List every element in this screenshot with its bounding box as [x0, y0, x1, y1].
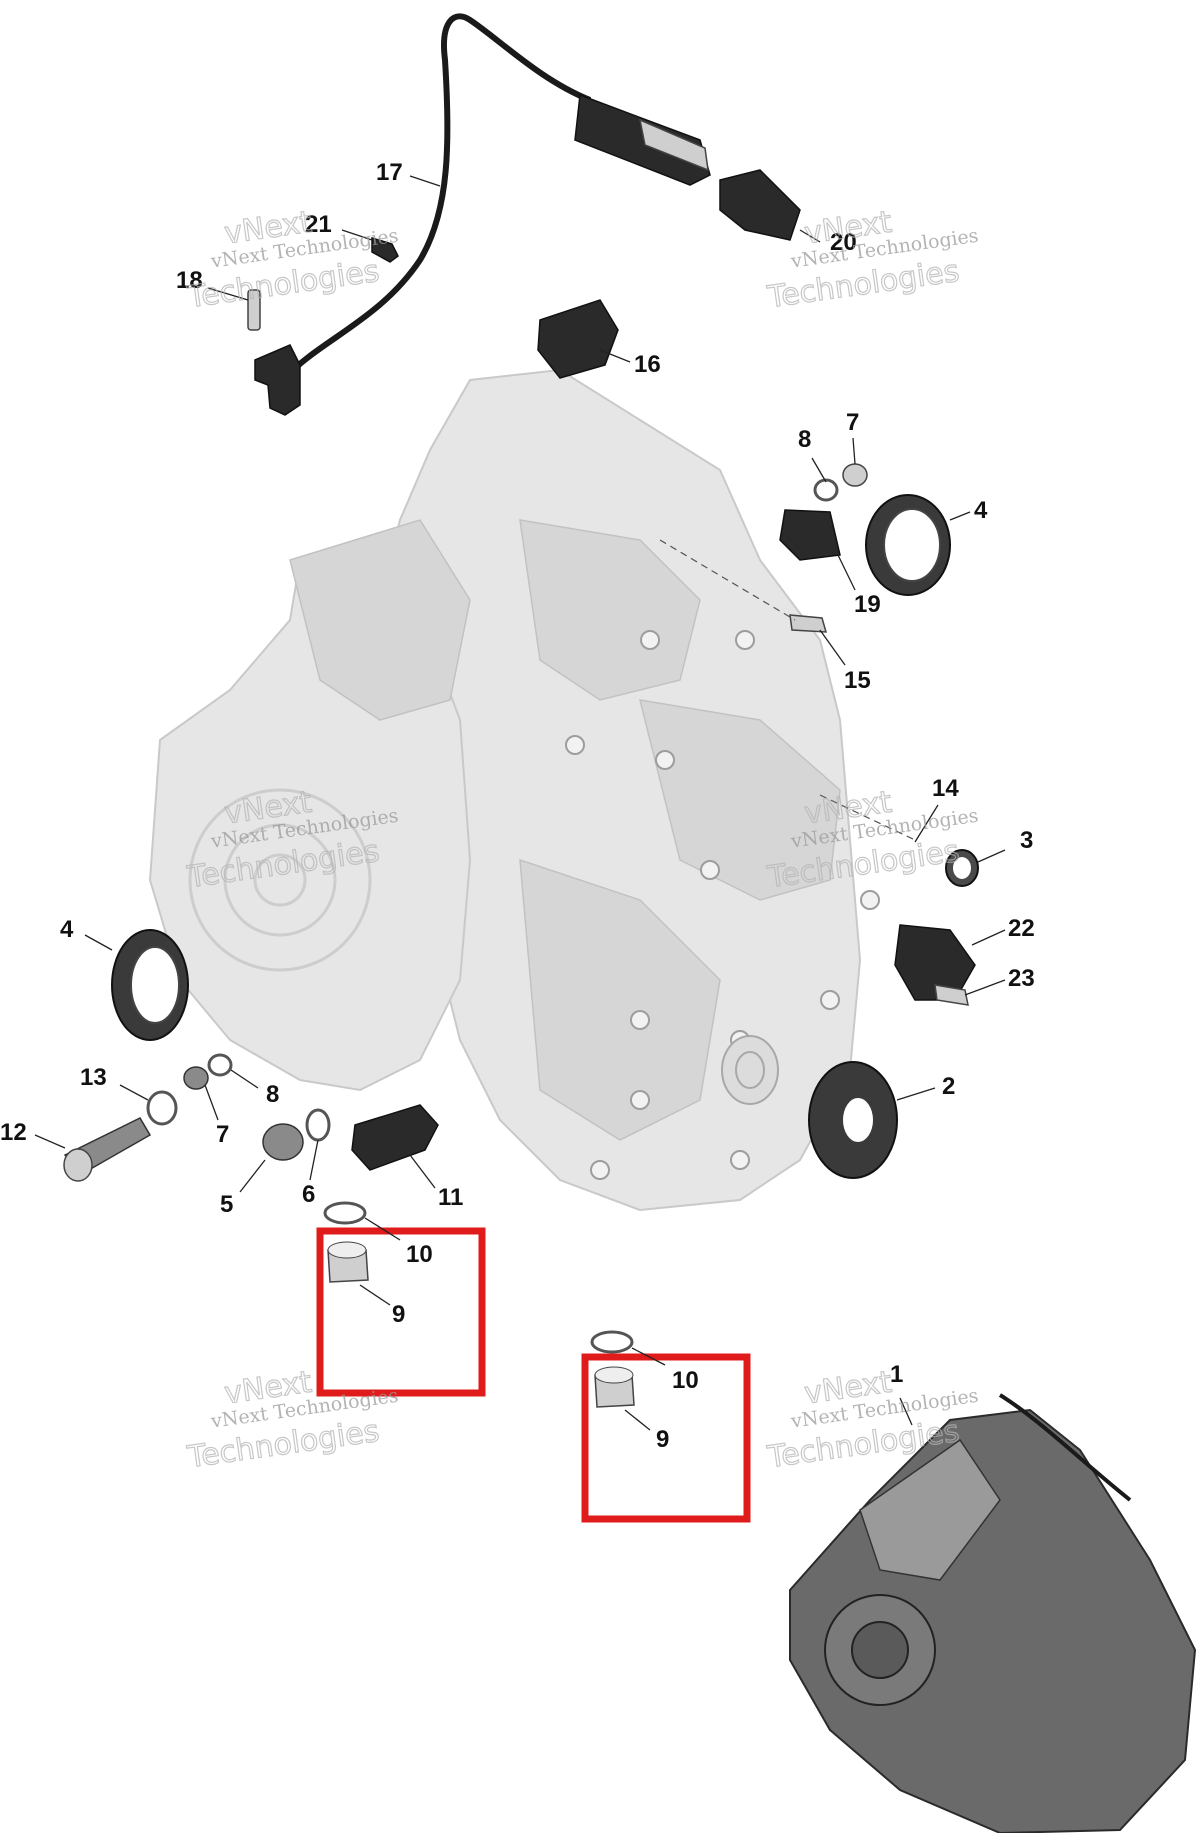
callout-2: 2 — [942, 1073, 955, 1100]
callout-9-left: 9 — [392, 1301, 405, 1328]
callout-4-upper: 4 — [974, 497, 988, 524]
part-1-assembly — [789, 1393, 1197, 1833]
part-7-plug-lower — [183, 1066, 209, 1090]
callout-20: 20 — [830, 229, 857, 256]
part-16-sensor — [537, 299, 619, 379]
part-4-seal-upper — [865, 494, 951, 596]
main-housing — [148, 368, 880, 1212]
callout-9-right: 9 — [656, 1426, 669, 1453]
callout-7-upper: 7 — [846, 409, 859, 436]
part-20-connector — [719, 169, 801, 241]
callout-15: 15 — [844, 667, 871, 694]
part-6-washer — [305, 1108, 331, 1142]
part-8-washer-upper — [813, 478, 839, 502]
callout-19: 19 — [854, 591, 881, 618]
part-11-sensor — [351, 1104, 439, 1171]
part-9-plug-b — [594, 1366, 635, 1408]
callout-21: 21 — [305, 211, 332, 238]
watermark-bottom-left: vNext vNext Technologies Technologies — [184, 1364, 400, 1476]
callout-1: 1 — [890, 1361, 903, 1388]
callout-10-left: 10 — [406, 1241, 433, 1268]
highlight-box-left — [316, 1227, 486, 1397]
part-12-bolt — [63, 1117, 152, 1182]
callout-18: 18 — [176, 267, 203, 294]
callout-3: 3 — [1020, 827, 1033, 854]
part-4-seal-lower — [111, 929, 189, 1041]
part-19-bracket — [779, 509, 841, 561]
watermark-top-left: vNext vNext Technologies Technologies — [184, 204, 400, 316]
part-18-bolt — [247, 289, 261, 331]
callout-5: 5 — [220, 1191, 233, 1218]
callout-10-right: 10 — [672, 1367, 699, 1394]
part-5-plug — [262, 1123, 304, 1161]
part-10-washer-b — [590, 1330, 634, 1354]
callout-12: 12 — [0, 1119, 27, 1146]
part-13-washer — [146, 1090, 178, 1126]
part-21-clip — [371, 236, 399, 263]
callout-23: 23 — [1008, 965, 1035, 992]
part-10-washer-a — [323, 1201, 367, 1225]
highlight-box-right — [581, 1353, 751, 1523]
callout-8-upper: 8 — [798, 426, 811, 453]
part-2-seal — [808, 1061, 898, 1179]
part-23-bolt — [934, 984, 969, 1006]
callout-8-lower: 8 — [266, 1081, 279, 1108]
callout-22: 22 — [1008, 915, 1035, 942]
part-9-plug-a — [327, 1241, 369, 1283]
part-3-seal-small — [945, 849, 979, 887]
callout-6: 6 — [302, 1181, 315, 1208]
callout-13: 13 — [80, 1064, 107, 1091]
part-8-washer-lower — [207, 1053, 233, 1077]
callout-14: 14 — [932, 775, 959, 802]
callouts: 17 21 18 20 16 8 7 4 19 15 14 3 22 23 4 … — [0, 159, 1035, 1453]
part-7-plug-upper — [842, 463, 868, 487]
callout-16: 16 — [634, 351, 661, 378]
callout-7-lower: 7 — [216, 1121, 229, 1148]
callout-4-lower: 4 — [60, 916, 74, 943]
leader-lines — [34, 175, 1006, 1431]
part-17-sensor-cable — [254, 13, 711, 416]
part-14-shaft — [819, 794, 916, 841]
callout-11: 11 — [438, 1184, 463, 1211]
part-15-bolt — [659, 539, 828, 633]
callout-17: 17 — [376, 159, 403, 186]
